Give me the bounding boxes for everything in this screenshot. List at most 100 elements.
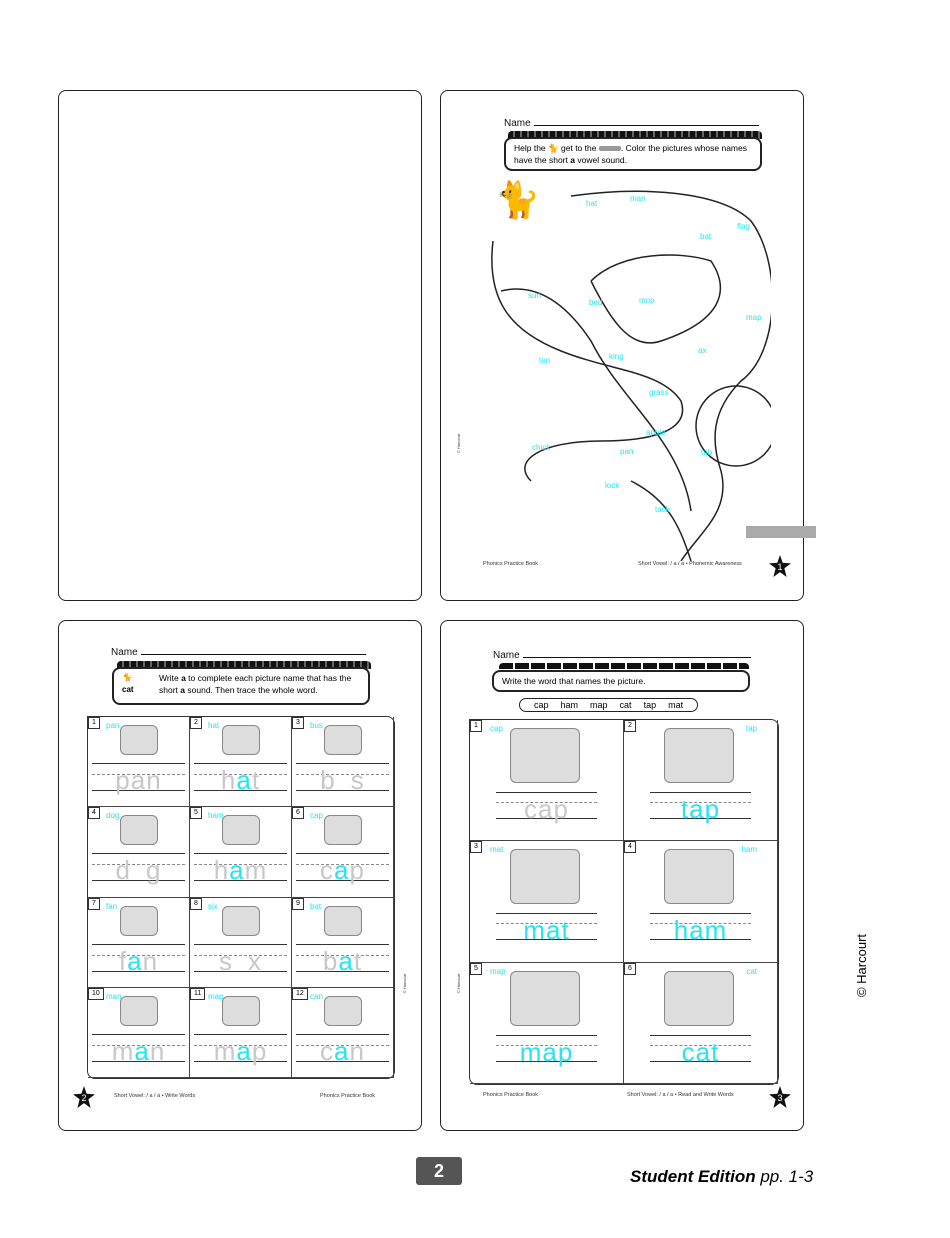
item-number: 3 bbox=[470, 841, 482, 854]
trace-prefix: d bbox=[115, 855, 131, 886]
writing-line bbox=[650, 923, 751, 925]
writing-line bbox=[496, 1060, 597, 1062]
footer-right: Short Vowel: / a / a • Read and Write Wo… bbox=[627, 1092, 734, 1098]
item-picture bbox=[664, 970, 734, 1026]
item-picture bbox=[120, 815, 158, 846]
page-number-star: 1 bbox=[769, 555, 791, 577]
label-tack: tack bbox=[655, 505, 670, 514]
word-bank-item: tap bbox=[643, 700, 657, 710]
writing-line bbox=[496, 792, 597, 793]
item-label: dog bbox=[106, 811, 120, 821]
trace-word: hat bbox=[190, 767, 291, 793]
writing-line bbox=[92, 790, 185, 791]
answer-letter: a bbox=[236, 1035, 252, 1066]
item-number: 2 bbox=[190, 717, 202, 729]
writing-line bbox=[296, 774, 389, 775]
instructions-box: 🐈cat Write a to complete each picture na… bbox=[112, 667, 370, 705]
writing-line bbox=[194, 1060, 287, 1062]
writing-line bbox=[496, 802, 597, 803]
writing-line bbox=[194, 790, 287, 791]
copyright: © Harcourt bbox=[402, 973, 408, 994]
footer-right: Short Vowel: / a / a • Phonemic Awarenes… bbox=[638, 561, 742, 567]
trace-prefix: m bbox=[111, 1035, 135, 1066]
writing-line bbox=[92, 1044, 185, 1046]
mat-icon bbox=[598, 146, 621, 151]
writing-line bbox=[296, 1044, 389, 1046]
trace-prefix: h bbox=[213, 855, 230, 886]
writing-line bbox=[650, 1034, 751, 1036]
writing-line bbox=[650, 1060, 751, 1062]
writing-line bbox=[92, 954, 185, 956]
name-label: Name bbox=[111, 647, 138, 658]
footer-left: Short Vowel: / a / a • Write Words bbox=[114, 1093, 196, 1099]
label-tub: tub bbox=[701, 448, 713, 457]
item-label: cap bbox=[490, 724, 503, 733]
writing-line bbox=[296, 880, 389, 882]
writing-line bbox=[194, 970, 287, 972]
item-number: 4 bbox=[624, 841, 636, 854]
word-bank-item: mat bbox=[668, 700, 684, 710]
writing-line bbox=[496, 913, 597, 915]
name-label: Name bbox=[493, 650, 520, 661]
item-number: 9 bbox=[292, 897, 304, 910]
label-bed: bed bbox=[589, 298, 603, 307]
instructions-box: Write the word that names the picture. bbox=[492, 670, 750, 692]
writing-line bbox=[296, 1033, 389, 1035]
trace-word: ham bbox=[190, 857, 291, 883]
trace-suffix: n bbox=[349, 1035, 365, 1066]
answer-letter: a bbox=[127, 945, 143, 976]
item-picture bbox=[222, 995, 260, 1026]
label-ax: ax bbox=[698, 346, 707, 355]
item-label: mat bbox=[490, 845, 504, 855]
writing-line bbox=[92, 864, 185, 866]
item-label: tap bbox=[745, 724, 757, 733]
item-picture bbox=[664, 728, 734, 783]
writing-line bbox=[92, 970, 185, 972]
writing-line bbox=[92, 1033, 185, 1035]
trace-word: pan bbox=[88, 767, 189, 793]
writing-line bbox=[650, 818, 751, 819]
label-mop: mop bbox=[639, 296, 655, 305]
trace-word: map bbox=[190, 1038, 291, 1064]
mat-picture bbox=[746, 526, 816, 538]
item-number: 1 bbox=[470, 720, 482, 732]
label-man: man bbox=[630, 194, 646, 203]
writing-line bbox=[496, 939, 597, 941]
answer-word: ham bbox=[673, 915, 728, 946]
item-label: six bbox=[208, 901, 218, 911]
item-number: 6 bbox=[624, 962, 636, 975]
name-field: Name bbox=[504, 117, 759, 129]
label-hat: hat bbox=[586, 199, 598, 208]
writing-line bbox=[650, 802, 751, 803]
writing-line bbox=[194, 880, 287, 882]
writing-line bbox=[296, 864, 389, 866]
item-number: 12 bbox=[292, 987, 308, 1000]
worksheet-page-3: Name Write the word that names the pictu… bbox=[440, 620, 804, 1131]
writing-line bbox=[296, 763, 389, 764]
trace-prefix: c bbox=[320, 1035, 335, 1066]
label-king: king bbox=[609, 352, 624, 361]
label-ten: ten bbox=[539, 356, 551, 365]
footer-left: Phonics Practice Book bbox=[483, 1092, 539, 1098]
blank-page-panel bbox=[58, 90, 422, 601]
trace-word: bat bbox=[292, 948, 393, 974]
item-number: 8 bbox=[190, 897, 202, 910]
answer-letter: a bbox=[236, 765, 252, 795]
answer-letter: a bbox=[334, 1035, 350, 1066]
writing-line bbox=[296, 1060, 389, 1062]
writing-line bbox=[92, 774, 185, 775]
item-picture bbox=[510, 970, 580, 1026]
item-label: map bbox=[208, 991, 224, 1001]
trace-word: man bbox=[88, 1038, 189, 1064]
decorative-border bbox=[499, 663, 749, 669]
item-label: ham bbox=[208, 811, 224, 821]
item-number: 11 bbox=[190, 987, 206, 1000]
